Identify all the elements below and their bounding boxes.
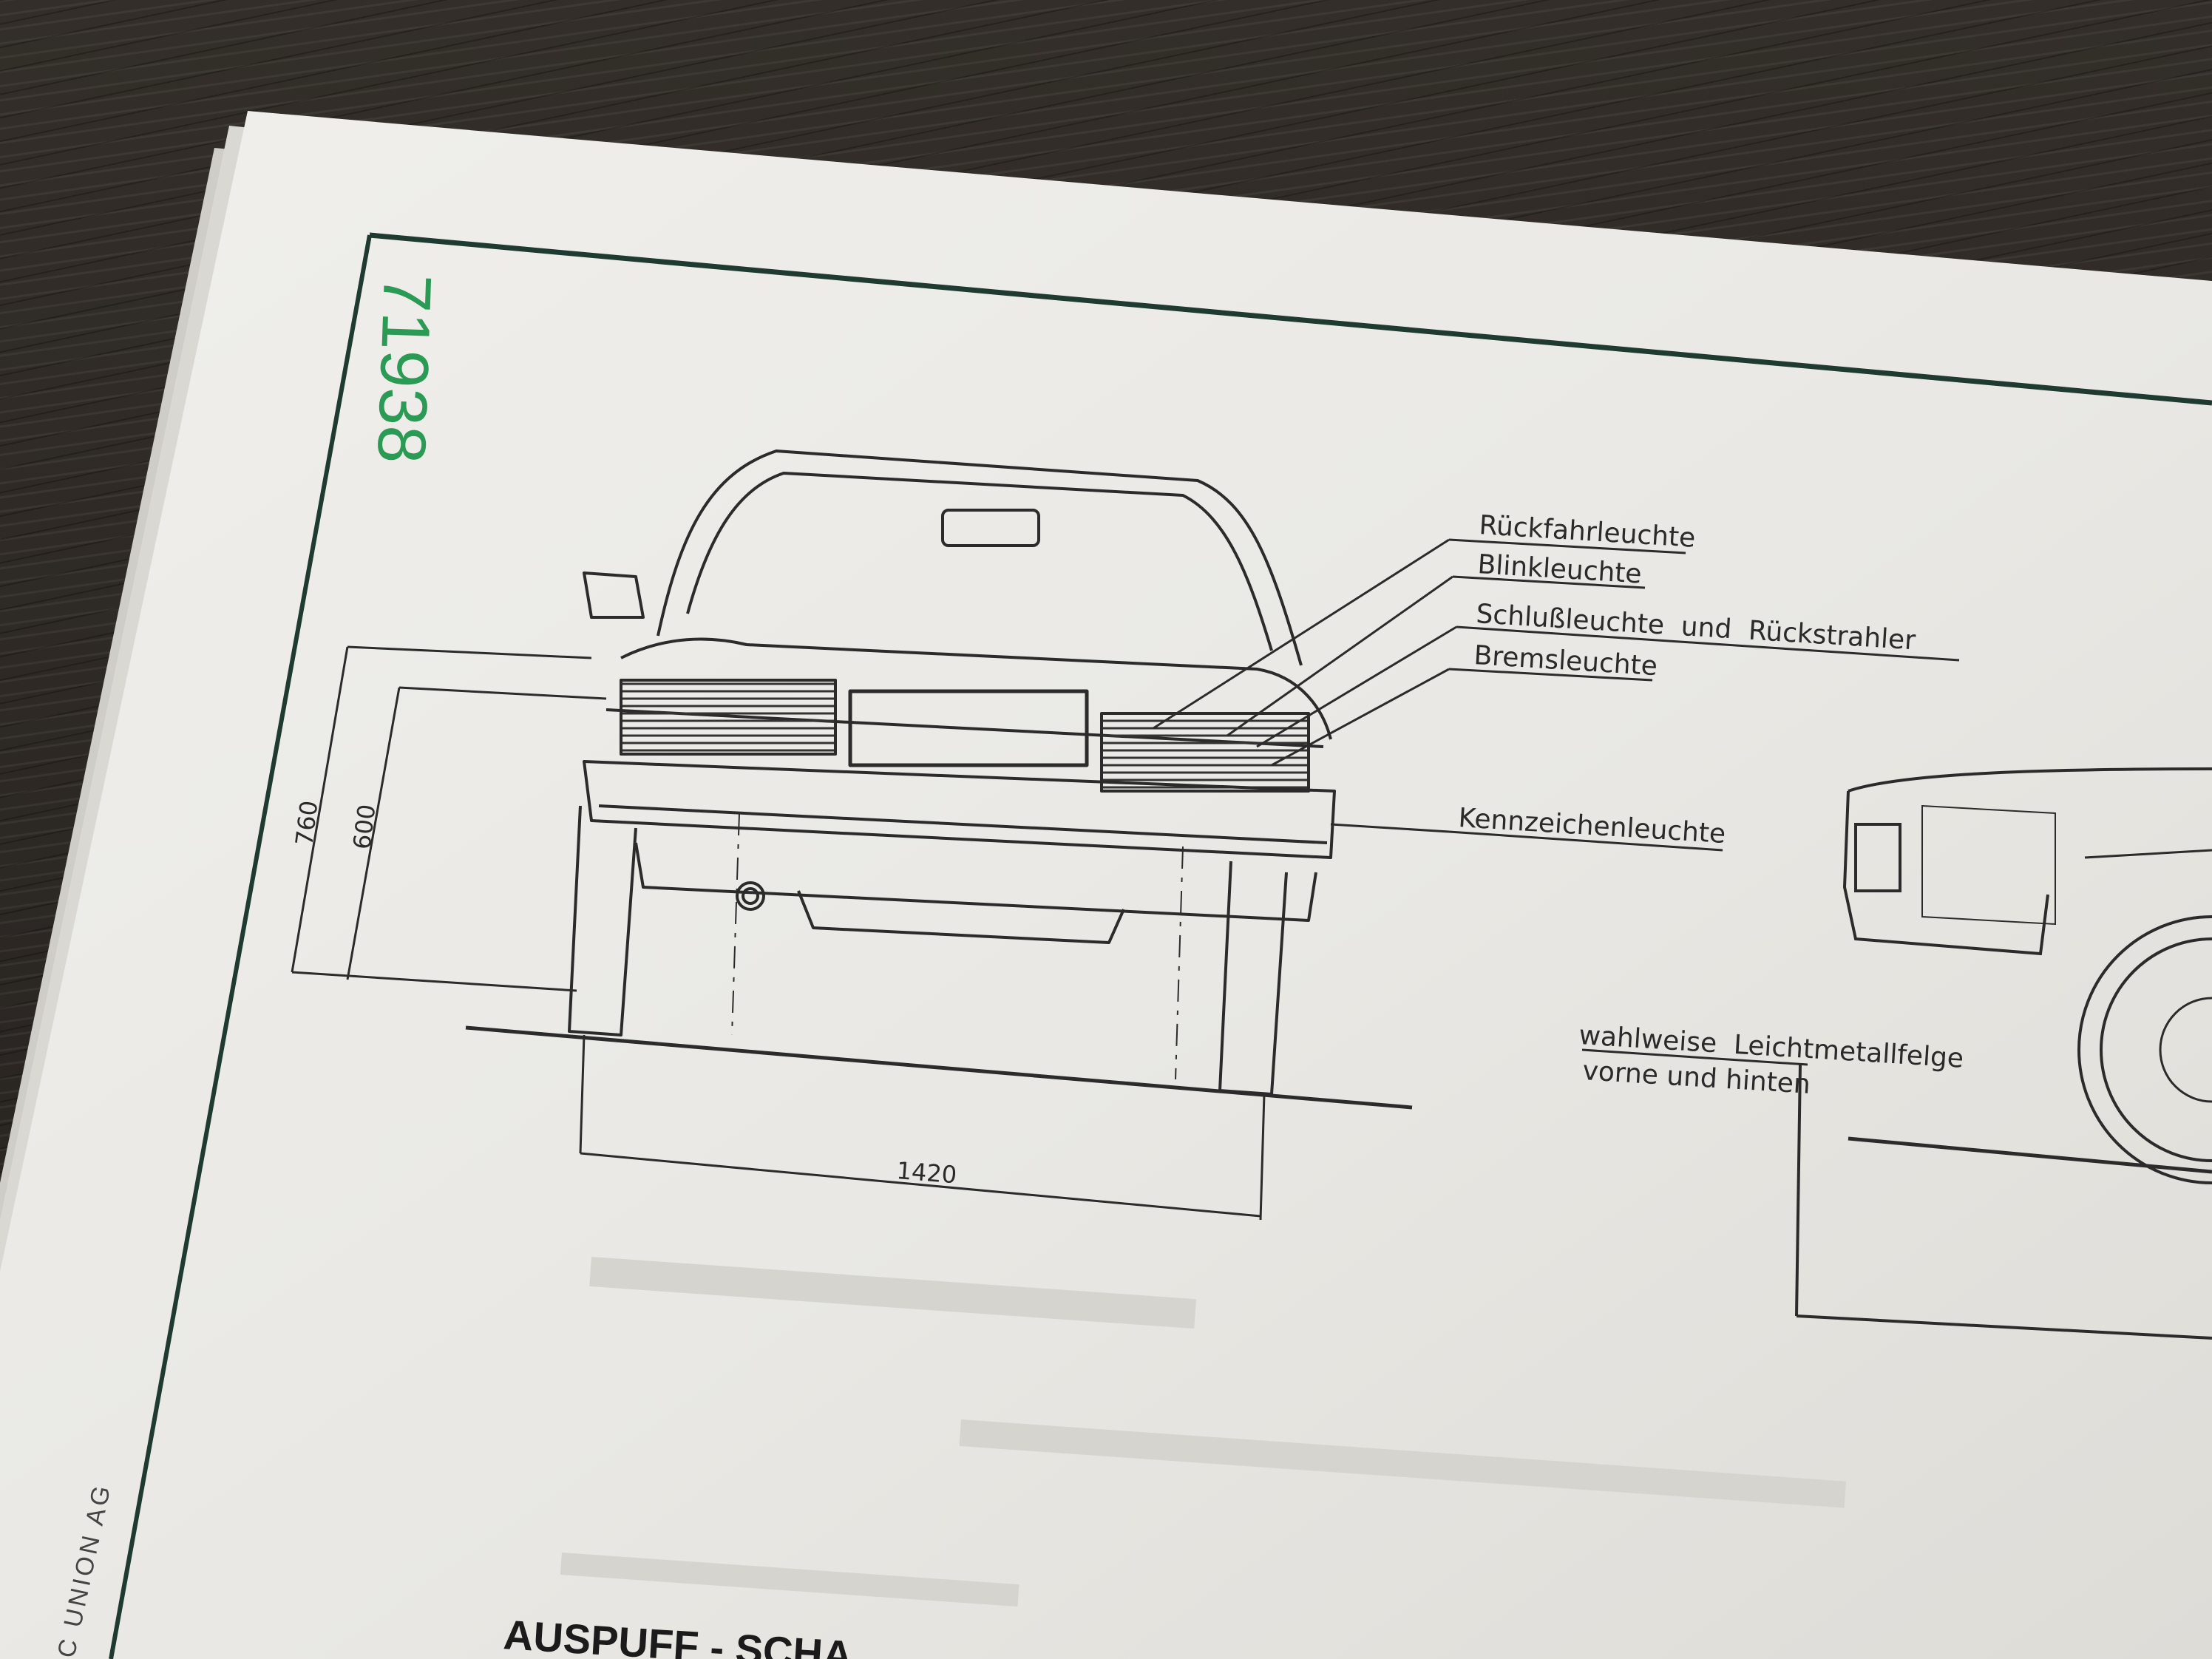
- drawing-number-stamp: 71938: [363, 273, 445, 464]
- dimension-height-inner: 600: [347, 803, 381, 851]
- bleed-through-marks: [560, 1257, 1847, 1607]
- paper-page: [0, 111, 2212, 1659]
- callout-leaders: [1153, 538, 1960, 852]
- dimension-height-outer: 760: [290, 799, 323, 847]
- rear-view-drawing: [465, 449, 1413, 1110]
- side-view-drawing: [1581, 767, 2212, 1340]
- dimension-lines: [291, 645, 1266, 1221]
- drawing-frame: [109, 232, 2212, 1659]
- dimension-track-width: 1420: [895, 1156, 957, 1189]
